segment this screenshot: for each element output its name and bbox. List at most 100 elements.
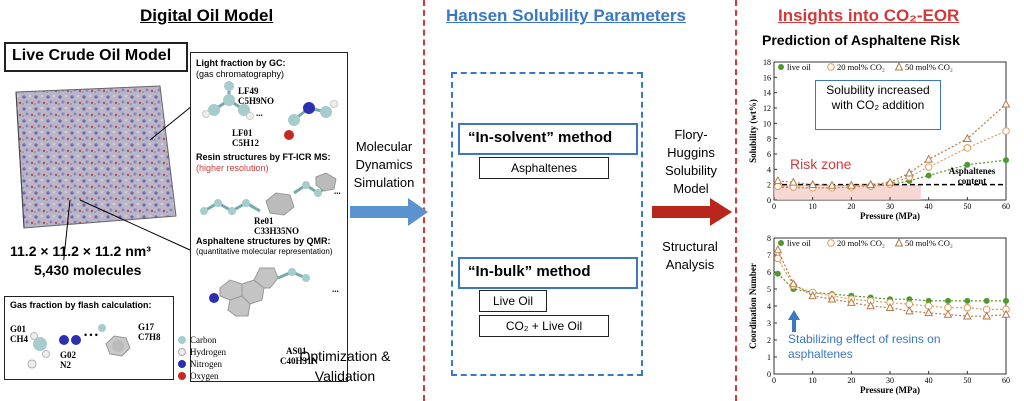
x-tick-label: 60: [1002, 202, 1010, 211]
data-point: [1001, 309, 1011, 318]
md-arrow-icon: [350, 198, 428, 226]
x-tick-label: 0: [772, 376, 776, 385]
data-point: [982, 311, 991, 320]
y-tick-label: 12: [763, 104, 771, 113]
digital-oil-header: Digital Oil Model: [140, 6, 274, 25]
y-tick-label: 2: [767, 181, 771, 190]
legend-marker: [827, 63, 835, 71]
live-oil-box: Live Oil: [479, 290, 547, 312]
data-point: [847, 297, 856, 306]
y-axis-label: Solubility (wt%): [748, 99, 758, 163]
in-solvent-label: “In-solvent” method: [468, 129, 613, 146]
x-tick-label: 10: [809, 376, 817, 385]
y-tick-label: 2: [767, 336, 771, 345]
series-line-2: [777, 249, 1007, 317]
y-tick-label: 7: [767, 251, 771, 260]
x-tick-label: 40: [925, 376, 933, 385]
gas-dots: • • •: [84, 330, 98, 340]
y-tick-label: 8: [767, 234, 771, 243]
lf01-formula: C5H12: [232, 138, 259, 148]
oxygen-dot-icon: [178, 372, 186, 380]
legend-marker: [827, 239, 835, 247]
x-tick-label: 30: [886, 376, 894, 385]
data-point: [1003, 157, 1009, 164]
light-fraction-title: Light fraction by GC:: [196, 58, 286, 68]
data-point: [1003, 297, 1009, 304]
y-tick-label: 10: [763, 119, 771, 128]
legend-label: 50 mol% CO₂: [905, 62, 953, 72]
lf01-molecule: [202, 81, 254, 120]
y-tick-label: 6: [767, 150, 771, 159]
asphaltenes-label: Asphaltenes: [510, 161, 578, 175]
g17-formula: C7H8: [138, 332, 161, 342]
asphaltene-molecule-image: [209, 267, 310, 317]
data-point: [964, 161, 971, 168]
simulation-box-image: [15, 85, 177, 229]
data-point: [885, 177, 895, 186]
x-tick-label: 0: [772, 202, 776, 211]
as01-label: AS01: [286, 346, 307, 356]
data-point: [808, 179, 817, 188]
resin-title: Resin structures by FT-ICR MS:: [196, 152, 331, 162]
lf49-label: LF49: [238, 86, 259, 96]
nitrogen-dot-icon: [178, 360, 186, 368]
callout-lines: [63, 105, 193, 260]
md-label: Molecular Dynamics Simulation: [353, 139, 415, 190]
g01-formula: CH4: [10, 334, 28, 344]
risk-zone-label: Risk zone: [790, 156, 852, 172]
data-point: [925, 172, 932, 179]
y-tick-label: 8: [767, 135, 771, 144]
y-tick-label: 5: [767, 285, 771, 294]
stabilizing-arrow-icon: [788, 310, 800, 332]
y-tick-label: 14: [763, 89, 771, 98]
re01-formula: C33H35NO: [254, 226, 299, 236]
asph-content-label: Asphaltenes content: [948, 166, 996, 186]
lf01-label: LF01: [232, 128, 253, 138]
lf-ellipsis: ...: [256, 108, 263, 118]
callout-box: Solubility increased with CO₂ addition: [815, 80, 941, 130]
x-tick-label: 20: [847, 376, 855, 385]
resin-sub: (higher resolution): [196, 163, 269, 173]
atom-legend: Carbon Hydrogen Nitrogen Oxygen: [178, 334, 226, 382]
data-point: [925, 297, 932, 304]
data-point: [789, 279, 798, 288]
separator-right: [735, 0, 737, 401]
resin-ellipsis: ...: [334, 186, 341, 196]
data-point: [905, 168, 914, 177]
carbon-dot-icon: [178, 336, 186, 344]
dims-label: 11.2 × 11.2 × 11.2 nm³: [10, 243, 151, 259]
callout-text: Solubility increased with CO₂ addition: [826, 83, 930, 112]
legend-oxygen: Oxygen: [178, 370, 226, 382]
gas-molecules-image: [27, 324, 131, 369]
data-point: [943, 309, 953, 318]
data-point: [983, 297, 990, 304]
data-point: [789, 177, 798, 186]
y-tick-label: 3: [767, 319, 771, 328]
legend-marker: [778, 240, 784, 246]
legend-label: 20 mol% CO₂: [837, 62, 885, 72]
optimization-label: Optimization & Validation: [299, 348, 391, 384]
x-tick-label: 50: [963, 202, 971, 211]
legend-carbon: Carbon: [178, 334, 226, 346]
data-point: [866, 179, 875, 188]
y-tick-label: 16: [763, 73, 771, 82]
data-point: [964, 297, 971, 304]
g01-label: G01: [10, 324, 27, 334]
asph-ellipsis: ...: [332, 284, 339, 294]
data-point: [773, 245, 783, 254]
legend-hydrogen: Hydrogen: [178, 346, 226, 358]
data-point: [924, 163, 933, 171]
gas-title: Gas fraction by flash calculation:: [10, 300, 152, 310]
in-bulk-box: “In-bulk” method: [458, 257, 638, 289]
data-point: [885, 302, 895, 311]
y-tick-label: 4: [767, 302, 771, 311]
resin-molecule-image: [200, 173, 337, 216]
x-tick-label: 60: [1002, 376, 1010, 385]
hydrogen-dot-icon: [178, 348, 186, 356]
molecules-label: 5,430 molecules: [34, 262, 142, 278]
y-tick-label: 6: [767, 268, 771, 277]
structural-label: Structural Analysis: [662, 239, 718, 272]
y-axis-label: Coordination Number: [748, 263, 758, 349]
